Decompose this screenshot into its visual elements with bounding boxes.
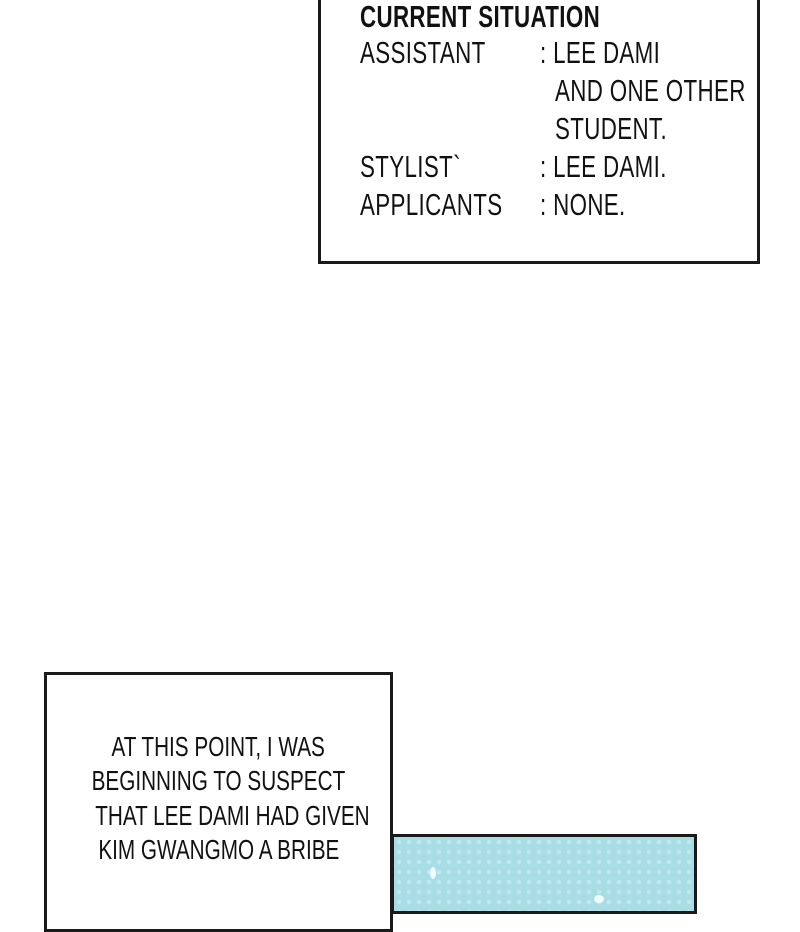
assistant-label: ASSISTANT <box>360 35 486 70</box>
assistant-value-line-2: AND ONE OTHER <box>555 73 746 108</box>
narration-caption-box: AT THIS POINT, I WAS BEGINNING TO SUSPEC… <box>44 672 393 932</box>
narration-line: KIM GWANGMO A BRIBE <box>97 834 340 865</box>
status-title: CURRENT SITUATION <box>360 0 601 34</box>
assistant-value-line-1: : LEE DAMI <box>540 35 661 70</box>
stylist-label: STYLIST` <box>360 149 461 184</box>
applicants-label: APPLICANTS <box>360 187 503 222</box>
assistant-value-line-3: STUDENT. <box>555 111 668 146</box>
narration-line: AT THIS POINT, I WAS <box>111 731 326 762</box>
status-caption-box: CURRENT SITUATION ASSISTANT : LEE DAMI A… <box>318 0 760 264</box>
sparkle-mark <box>430 867 436 879</box>
stylist-value: : LEE DAMI. <box>540 149 667 184</box>
narration-line: THAT LEE DAMI HAD GIVEN <box>95 800 370 831</box>
narration-line: BEGINNING TO SUSPECT <box>91 765 346 796</box>
applicants-value: : NONE. <box>540 187 626 222</box>
comic-panel-blue <box>391 834 697 914</box>
sparkle-mark <box>594 895 604 903</box>
